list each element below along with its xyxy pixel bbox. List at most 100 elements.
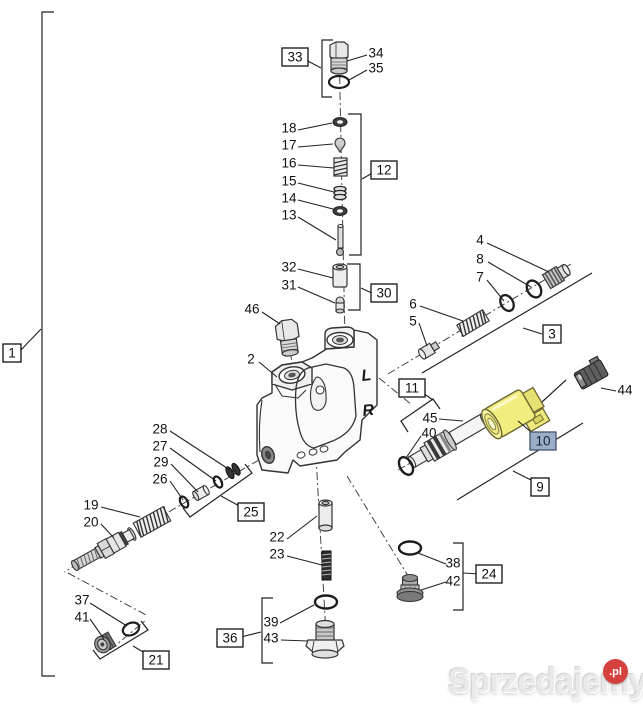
svg-text:28: 28 [152,422,167,437]
part-32-sleeve [332,263,348,288]
leader-lines [19,54,617,657]
part-34-hex-plug [329,41,349,75]
svg-text:45: 45 [422,411,437,426]
leader-37 [89,602,128,627]
svg-text:1: 1 [8,346,16,361]
mount-hole-1 [296,451,306,459]
svg-text:42: 42 [445,574,460,589]
part-38-o-ring [397,540,423,556]
part-label-39: 39 [263,615,278,630]
leader-29 [170,463,199,493]
part-label-18: 18 [281,121,296,136]
leader-17 [297,143,334,148]
part-label-30: 30 [370,283,398,303]
svg-text:9: 9 [536,480,544,495]
part-label-37: 37 [74,593,89,608]
svg-text:32: 32 [281,260,296,275]
part-5-plug [418,341,441,360]
part-43-hex-plug [305,619,345,659]
part-6-spring [456,308,490,338]
svg-text:15: 15 [281,174,296,189]
leader-15 [297,182,335,193]
leader-23 [286,555,323,566]
body-bottom-line [344,439,361,453]
part-label-22: 22 [269,530,284,545]
leader-43 [280,639,309,642]
part-label-13: 13 [281,208,296,223]
bracket-group-30 [347,263,361,311]
top-port-bore [336,337,344,343]
part-label-36: 36 [216,628,244,648]
leader-39 [279,604,315,624]
svg-text:31: 31 [281,278,296,293]
bracket-group-33 [321,39,333,98]
part-31-poppet [335,296,345,314]
part-label-27: 27 [152,439,167,454]
svg-text:21: 21 [148,653,163,668]
leader-13 [297,216,337,241]
leader-20 [100,523,115,539]
part-label-1: 1 [2,343,22,363]
part-label-33: 33 [281,47,309,67]
part-16-spring [333,157,348,177]
leader-22 [286,515,318,540]
front-plate-contour [294,363,357,449]
part-13-pin [335,223,345,257]
leader-26 [169,480,184,501]
lower-lobe-line [258,399,263,453]
svg-text:34: 34 [368,46,384,61]
svg-text:41: 41 [74,610,89,625]
svg-text:11: 11 [405,381,419,396]
part-label-32: 32 [281,260,296,275]
part-14-seat [332,206,348,216]
leader-34 [346,54,368,62]
svg-text:24: 24 [481,567,497,582]
svg-text:44: 44 [617,383,633,398]
bracket-group-11 [400,398,441,433]
leader-2 [258,361,278,378]
part-15-spring-retainer [333,185,347,201]
leader-9 [512,470,534,482]
body-edge-line [367,332,378,341]
svg-text:20: 20 [83,515,98,530]
part-label-44: 44 [617,383,633,398]
leader-6 [419,305,464,322]
part-label-26: 26 [152,472,167,487]
leader-46 [261,311,281,325]
leader-42 [420,581,447,591]
group-brackets [41,11,593,677]
leader-40 [405,435,422,459]
leader-3 [522,327,543,335]
part-label-15: 15 [281,174,296,189]
leader-27 [169,447,217,482]
part-28-plug [225,462,241,480]
part-42-plug [396,573,424,603]
svg-text:19: 19 [83,498,98,513]
leader-16 [297,164,335,169]
teardrop-hole [315,385,325,395]
part-label-46: 46 [244,302,259,317]
svg-text:17: 17 [281,138,296,153]
part-18-seat [332,117,348,127]
part-label-24: 24 [475,564,503,584]
part-7-o-ring [499,293,515,313]
svg-text:6: 6 [409,297,417,312]
part-label-7: 7 [476,270,484,285]
svg-text:13: 13 [281,208,296,223]
part-label-8: 8 [476,252,484,267]
svg-text:37: 37 [74,593,89,608]
part-27-o-ring [212,475,224,489]
part-44-connector [573,355,609,390]
body-marking-L: L [361,367,373,385]
part-40-o-ring [397,456,415,476]
part-label-31: 31 [281,278,296,293]
part-19-spring [132,506,172,538]
leader-4 [486,242,550,273]
leader-5 [418,322,428,347]
svg-text:29: 29 [153,455,168,470]
part-35-o-ring [327,74,351,90]
part-29-bushing [192,484,210,502]
leader-8 [487,261,532,288]
